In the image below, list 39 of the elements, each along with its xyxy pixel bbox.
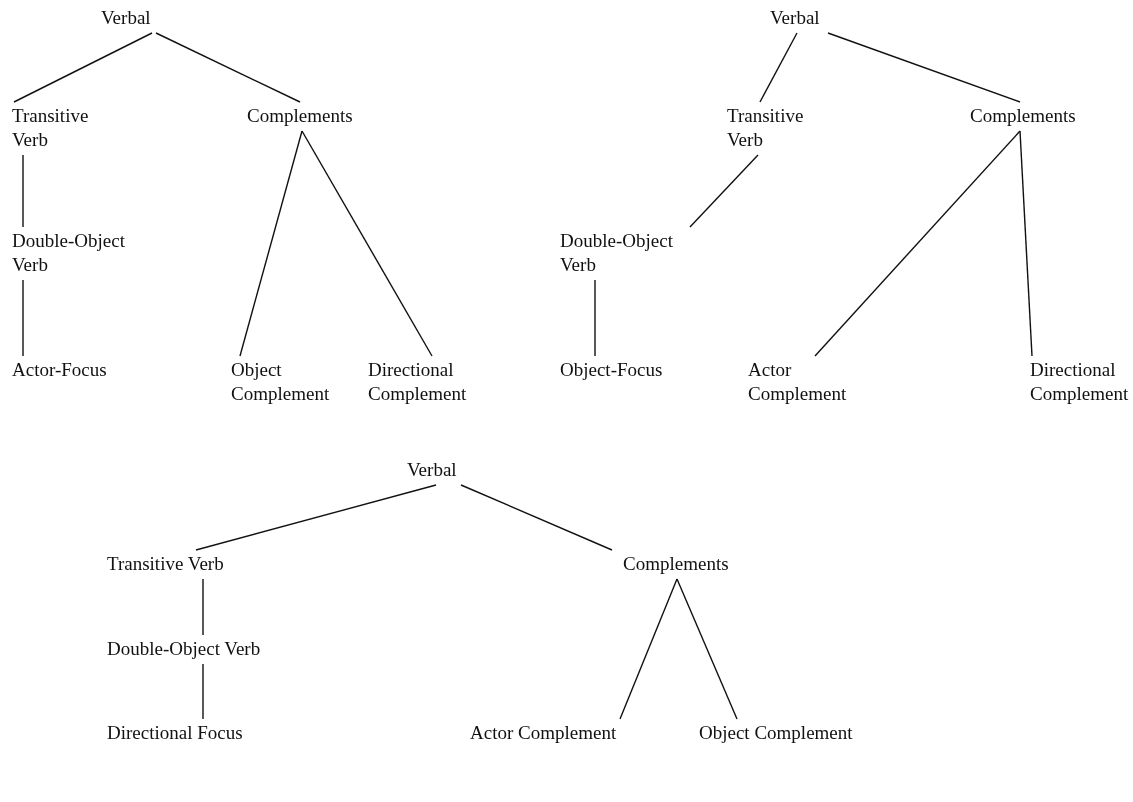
tree-branch-line [301, 130, 433, 357]
tree-node-label: Complements [970, 104, 1090, 128]
tree-node-label: Double-Object Verb [107, 637, 287, 661]
tree-node-label: Double-Object Verb [560, 229, 690, 277]
tree-node-label: Object-Focus [560, 358, 670, 382]
tree-branch-line [814, 130, 1021, 357]
tree-branch-line [13, 32, 153, 103]
tree-node-label: Verbal [101, 6, 171, 30]
tree-node-label: Verbal [407, 458, 477, 482]
tree-branch-line [594, 279, 596, 357]
tree-branch-line [202, 663, 204, 720]
tree-branch-line [759, 32, 798, 103]
tree-branch-line [689, 154, 759, 228]
tree-node-label: Transitive Verb [107, 552, 247, 576]
tree-node-label: Double-Object Verb [12, 229, 142, 277]
tree-branch-line [676, 578, 738, 720]
tree-branch-line [195, 484, 437, 551]
tree-branch-line [202, 578, 204, 636]
tree-branch-line [619, 578, 678, 720]
tree-node-label: Complements [247, 104, 367, 128]
tree-branch-line [155, 32, 301, 103]
tree-branch-line [1019, 130, 1033, 357]
tree-node-label: Verbal [770, 6, 840, 30]
tree-node-label: Actor Complement [748, 358, 858, 406]
tree-node-label: Object Complement [699, 721, 859, 745]
tree-branch-line [827, 32, 1021, 103]
tree-node-label: Complements [623, 552, 743, 576]
tree-branch-line [239, 130, 303, 357]
tree-branch-line [22, 279, 24, 357]
tree-node-label: Transitive Verb [727, 104, 822, 152]
tree-node-label: Actor Complement [470, 721, 630, 745]
tree-node-label: Object Complement [231, 358, 341, 406]
tree-branch-line [460, 484, 613, 551]
tree-node-label: Directional Focus [107, 721, 267, 745]
tree-node-label: Directional Complement [368, 358, 478, 406]
tree-branch-line [22, 154, 24, 228]
tree-node-label: Transitive Verb [12, 104, 107, 152]
tree-node-label: Actor-Focus [12, 358, 122, 382]
tree-node-label: Directional Complement [1030, 358, 1133, 406]
